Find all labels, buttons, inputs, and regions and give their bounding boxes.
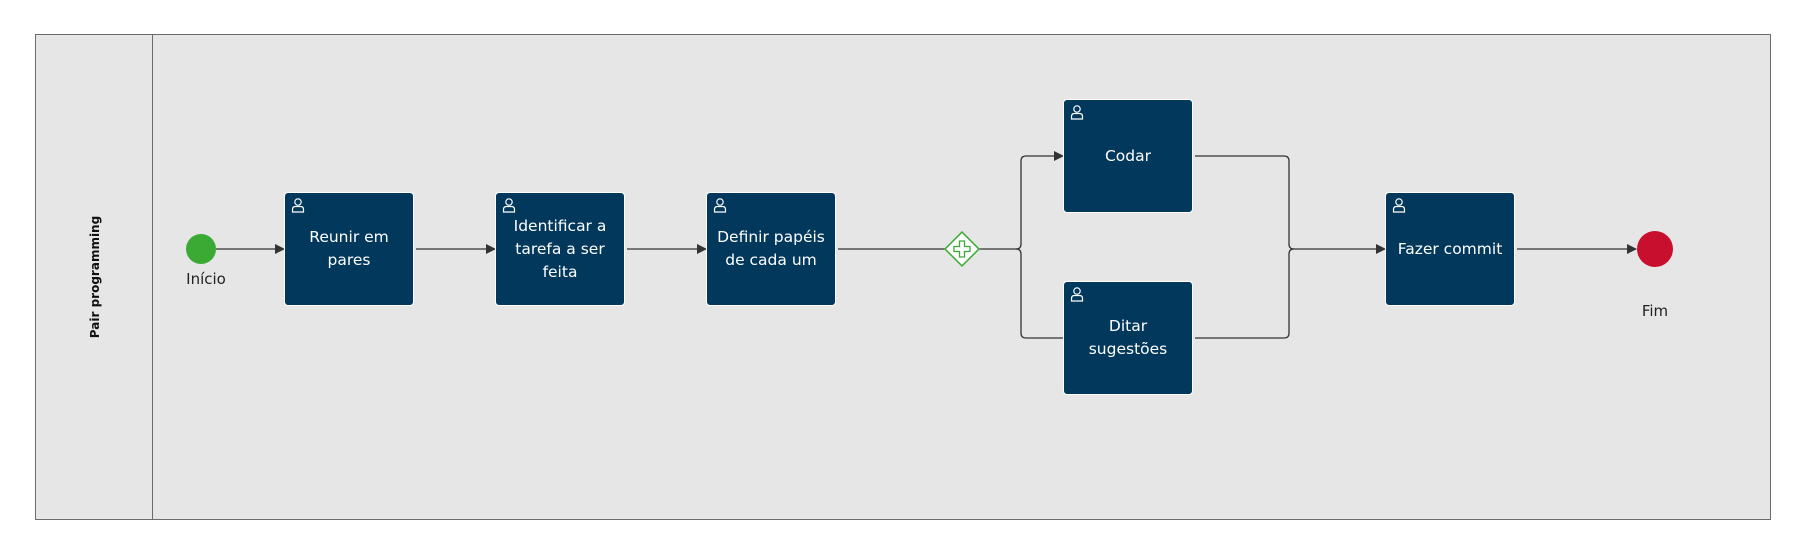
task-label: Definir papéis de cada um: [717, 228, 825, 269]
flow-gateway-to-codar[interactable]: [979, 151, 1064, 250]
flow-gateway-to-ditar[interactable]: [1015, 248, 1063, 339]
start-event[interactable]: [186, 234, 216, 264]
task-reunir-em-pares[interactable]: Reunir em pares: [284, 192, 414, 306]
user-icon: [1392, 198, 1406, 213]
user-icon: [291, 198, 305, 213]
task-codar[interactable]: Codar: [1063, 99, 1193, 213]
task-label: Reunir em pares: [309, 228, 389, 269]
user-icon: [1070, 287, 1084, 302]
flow-codar-to-commit[interactable]: [1195, 155, 1386, 254]
end-event-label: Fim: [1641, 302, 1669, 320]
parallel-gateway[interactable]: [943, 230, 981, 268]
lane-header: [35, 34, 153, 520]
task-fazer-commit[interactable]: Fazer commit: [1385, 192, 1515, 306]
task-label: Codar: [1104, 146, 1151, 165]
task-ditar-sugestoes[interactable]: Ditar sugestões: [1063, 281, 1193, 395]
flow-ditar-to-commit[interactable]: [1195, 248, 1295, 339]
end-event[interactable]: [1637, 231, 1673, 267]
user-icon: [502, 198, 516, 213]
user-icon: [1070, 105, 1084, 120]
plus-icon: [953, 240, 971, 258]
task-label: Ditar sugestões: [1088, 317, 1168, 358]
user-icon: [713, 198, 727, 213]
task-identificar-tarefa[interactable]: Identificar a tarefa a ser feita: [495, 192, 625, 306]
task-label: Identificar a tarefa a ser feita: [513, 216, 607, 281]
start-event-label: Início: [186, 270, 226, 288]
task-label: Fazer commit: [1397, 239, 1503, 258]
task-definir-papeis[interactable]: Definir papéis de cada um: [706, 192, 836, 306]
